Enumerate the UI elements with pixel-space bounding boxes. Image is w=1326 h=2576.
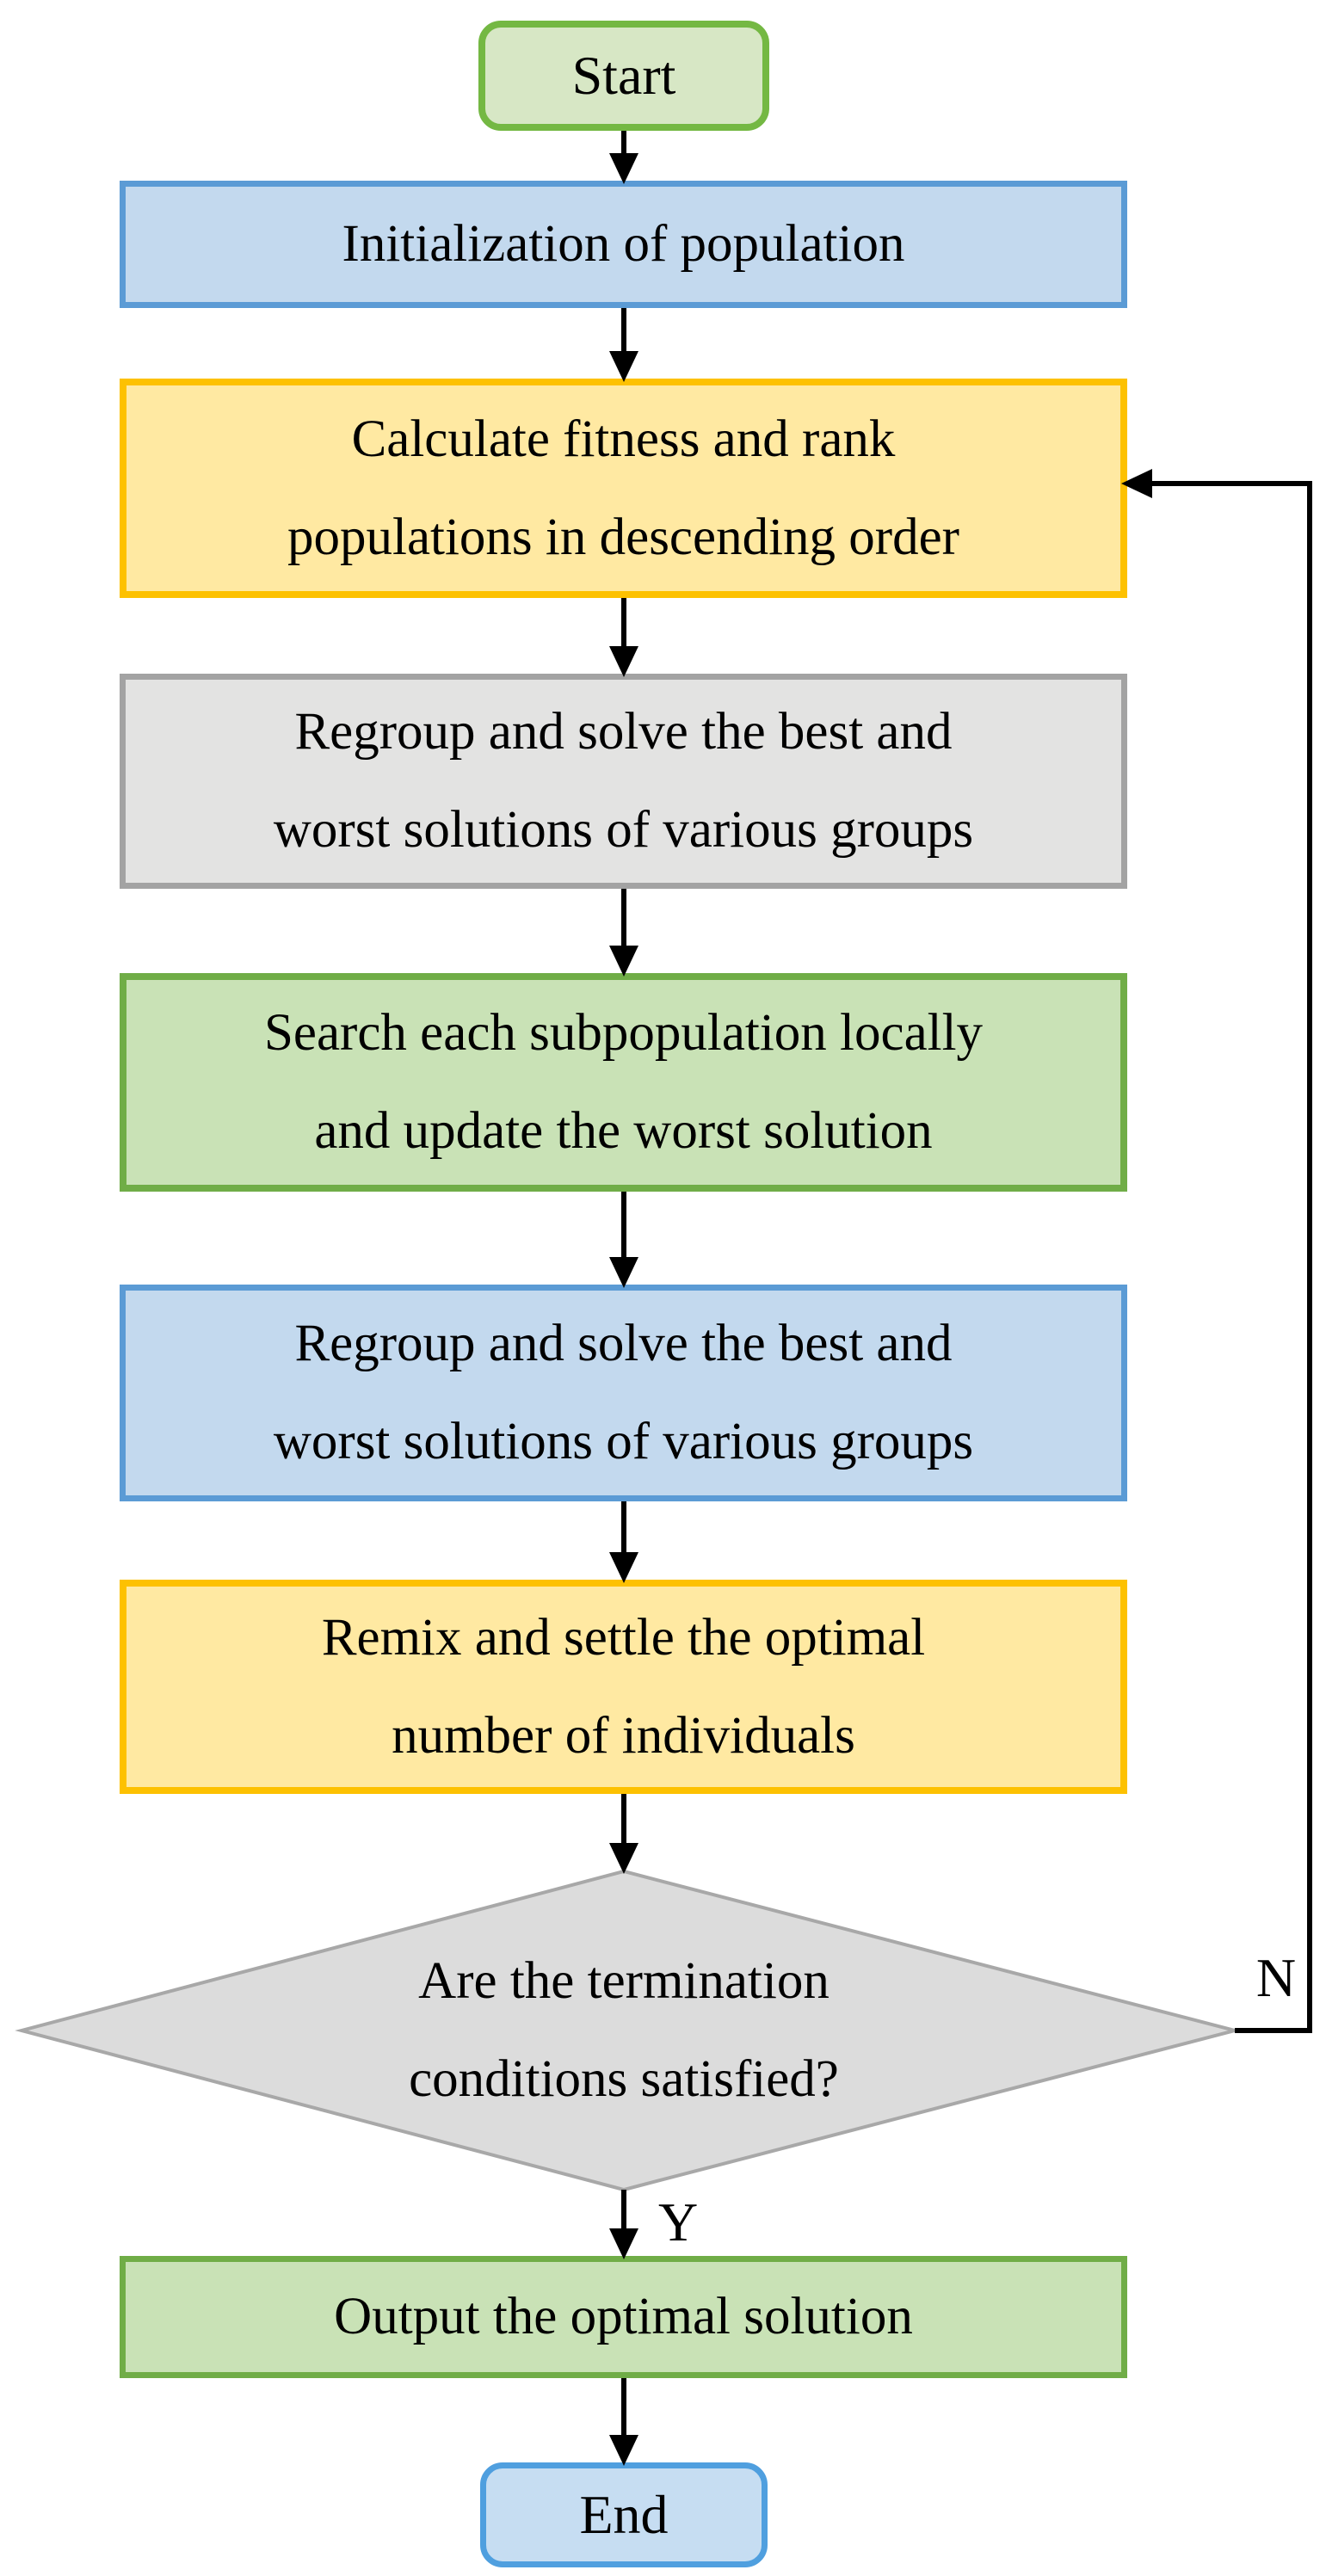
arrowhead-decision-output: [609, 2228, 638, 2259]
node-regroup-solve-2: Regroup and solve the best and worst sol…: [120, 1285, 1127, 1501]
node-remix-settle: Remix and settle the optimal number of i…: [120, 1580, 1127, 1794]
node-regroup-solve-1: Regroup and solve the best and worst sol…: [120, 674, 1127, 889]
arrowhead-remix-decision: [609, 1843, 638, 1874]
edge-label-yes: Y: [658, 2191, 699, 2252]
node-calculate-fitness: Calculate fitness and rank populations i…: [120, 379, 1127, 598]
node-start: Start: [478, 21, 769, 131]
arrowhead-search-regroup2: [609, 1257, 638, 1288]
node-initialization: Initialization of population: [120, 181, 1127, 308]
arrowhead-init-calc: [609, 351, 638, 382]
arrowhead-regroup1-search: [609, 946, 638, 977]
node-local-search: Search each subpopulation locally and up…: [120, 973, 1127, 1192]
node-end: End: [480, 2462, 768, 2567]
feedback-line-decision-calc: [1152, 481, 1312, 2033]
arrowhead-regroup2-remix: [609, 1552, 638, 1583]
arrowhead-calc-regroup1: [609, 646, 638, 677]
arrowhead-start-init: [609, 153, 638, 184]
node-output-solution: Output the optimal solution: [120, 2256, 1127, 2378]
arrowhead-output-end: [609, 2435, 638, 2466]
edge-label-no: N: [1255, 1947, 1297, 2008]
node-decision-label: Are the termination conditions satisfied…: [409, 1952, 839, 2108]
